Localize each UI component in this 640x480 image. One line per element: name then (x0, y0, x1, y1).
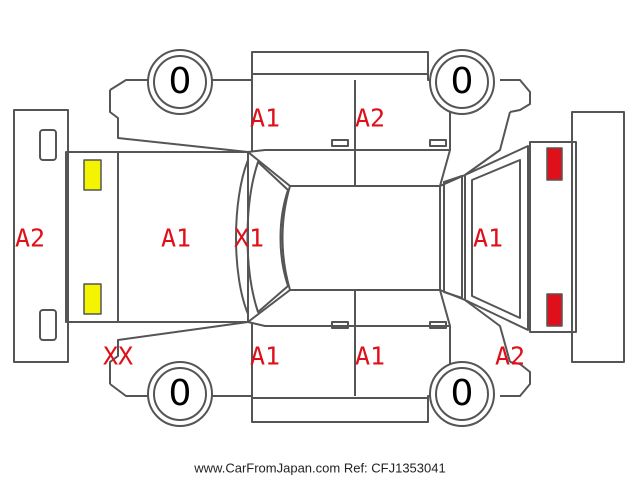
wheel-rear-left (429, 361, 495, 427)
mark-right-rear-door: A2 (354, 103, 386, 133)
headlight-bottom-icon (83, 283, 102, 315)
mark-left-front-door: A1 (249, 341, 281, 371)
rear-lamp-housing (529, 141, 577, 333)
taillight-top-icon (546, 147, 563, 181)
wheel-rear-right-label: 0 (450, 61, 474, 102)
watermark-text: www.CarFromJapan.com Ref: CFJ1353041 (194, 460, 446, 476)
right-side-outline (109, 51, 531, 187)
trunk-outline (464, 145, 529, 331)
mark-left-rear-door: A1 (354, 341, 386, 371)
mark-front-bumper: A2 (14, 223, 46, 253)
headlight-top-icon (83, 159, 102, 191)
front-bumper-outline (13, 109, 69, 363)
mark-roof-front: X1 (233, 223, 265, 253)
wheel-rear-left-label: 0 (450, 373, 474, 414)
wheel-front-right-label: 0 (168, 61, 192, 102)
rear-bumper-outline (571, 111, 625, 363)
left-side-outline (109, 289, 531, 423)
wheel-front-right (147, 49, 213, 115)
taillight-bottom-icon (546, 293, 563, 327)
wheel-rear-right (429, 49, 495, 115)
wheel-front-left (147, 361, 213, 427)
mark-front-left-corner: XX (102, 341, 134, 371)
mark-rear-left-corner: A2 (494, 341, 526, 371)
mark-right-front-door: A1 (249, 103, 281, 133)
wheel-front-left-label: 0 (168, 373, 192, 414)
mark-trunk: A1 (472, 223, 504, 253)
cabin-outline (235, 151, 466, 323)
mark-hood: A1 (160, 223, 192, 253)
